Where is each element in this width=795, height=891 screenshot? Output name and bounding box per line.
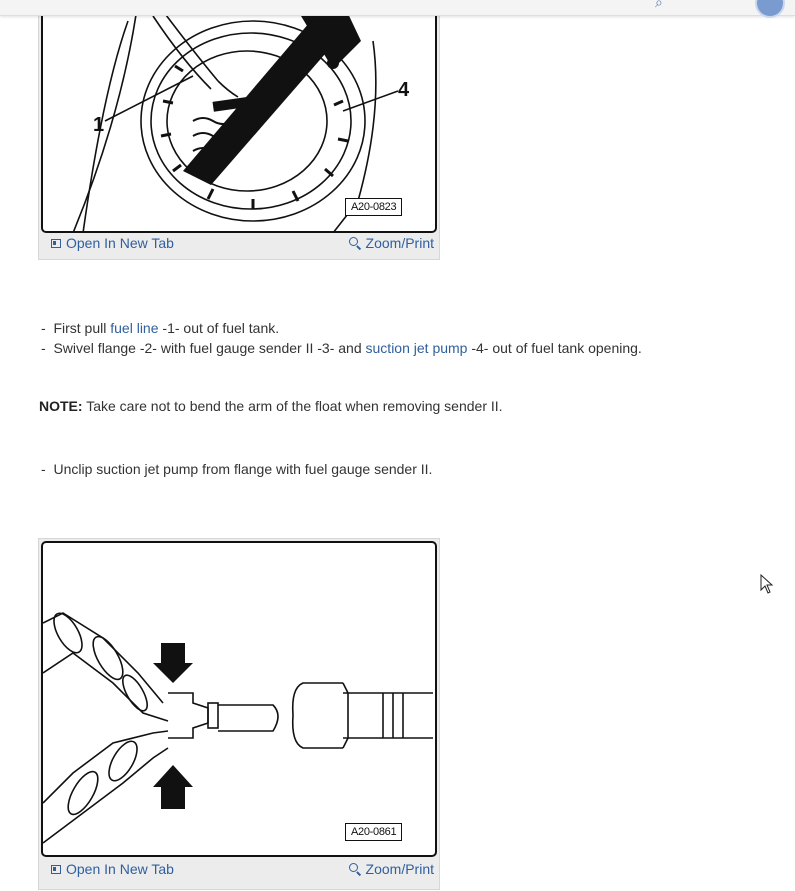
- step-dash: -: [41, 340, 46, 356]
- fuel-line-link[interactable]: fuel line: [110, 320, 159, 336]
- zoom-print-link[interactable]: Zoom/Print: [348, 861, 434, 877]
- step-dash: -: [41, 320, 46, 336]
- illustration-frame: A20-0861: [41, 541, 437, 857]
- note-paragraph: NOTE: Take care not to bend the arm of t…: [39, 398, 503, 414]
- figure-code-tag: A20-0823: [345, 198, 403, 216]
- procedure-steps: - First pull fuel line -1- out of fuel t…: [41, 318, 642, 358]
- step-dash: -: [41, 461, 46, 477]
- step-pull-fuel-line: - First pull fuel line -1- out of fuel t…: [41, 318, 642, 338]
- zoom-icon: [348, 237, 361, 249]
- open-in-new-tab-label: Open In New Tab: [66, 235, 174, 251]
- figure-actions: Open In New Tab Zoom/Print: [39, 861, 439, 883]
- step-text: Unclip suction jet pump from flange with…: [53, 461, 433, 477]
- figure-actions: Open In New Tab Zoom/Print: [39, 235, 439, 257]
- note-text: Take care not to bend the arm of the flo…: [82, 398, 503, 414]
- fuel-pump-illustration: 1 4: [72, 0, 410, 231]
- note-label: NOTE:: [39, 398, 83, 414]
- callout-4: 4: [398, 79, 410, 101]
- open-in-new-tab-label: Open In New Tab: [66, 861, 174, 877]
- step-text: Swivel flange -2- with fuel gauge sender…: [53, 340, 366, 356]
- mouse-pointer-icon: [760, 574, 774, 594]
- search-icon[interactable]: ⌕: [655, 0, 663, 10]
- callout-1: 1: [93, 114, 104, 136]
- top-navigation-bar: ⌕: [0, 0, 795, 18]
- zoom-print-label: Zoom/Print: [365, 861, 434, 877]
- figure-suction-jet-pump-clip: A20-0861 Open In New Tab Zoom/Print: [38, 538, 440, 890]
- user-avatar[interactable]: [755, 0, 785, 18]
- open-in-new-tab-link[interactable]: Open In New Tab: [51, 235, 174, 251]
- zoom-print-label: Zoom/Print: [365, 235, 434, 251]
- open-in-new-tab-link[interactable]: Open In New Tab: [51, 861, 174, 877]
- step-unclip-pump: - Unclip suction jet pump from flange wi…: [41, 459, 432, 479]
- open-in-new-tab-icon: [51, 238, 61, 248]
- open-in-new-tab-icon: [51, 864, 61, 874]
- step-text: -1- out of fuel tank.: [158, 320, 280, 336]
- illustration-frame: 1 4 A20-0823: [41, 0, 437, 233]
- step-swivel-flange: - Swivel flange -2- with fuel gauge send…: [41, 338, 642, 358]
- figure-fuel-tank-opening: 1 4 A20-0823 Open In New Tab Zoom/Print: [38, 0, 440, 260]
- step-text: -4- out of fuel tank opening.: [467, 340, 642, 356]
- procedure-steps-2: - Unclip suction jet pump from flange wi…: [41, 459, 432, 479]
- figure-code-tag: A20-0861: [345, 823, 403, 841]
- zoom-icon: [348, 863, 361, 875]
- jet-pump-clip-illustration: [43, 612, 433, 844]
- suction-jet-pump-link[interactable]: suction jet pump: [365, 340, 468, 356]
- step-text: First pull: [53, 320, 111, 336]
- zoom-print-link[interactable]: Zoom/Print: [348, 235, 434, 251]
